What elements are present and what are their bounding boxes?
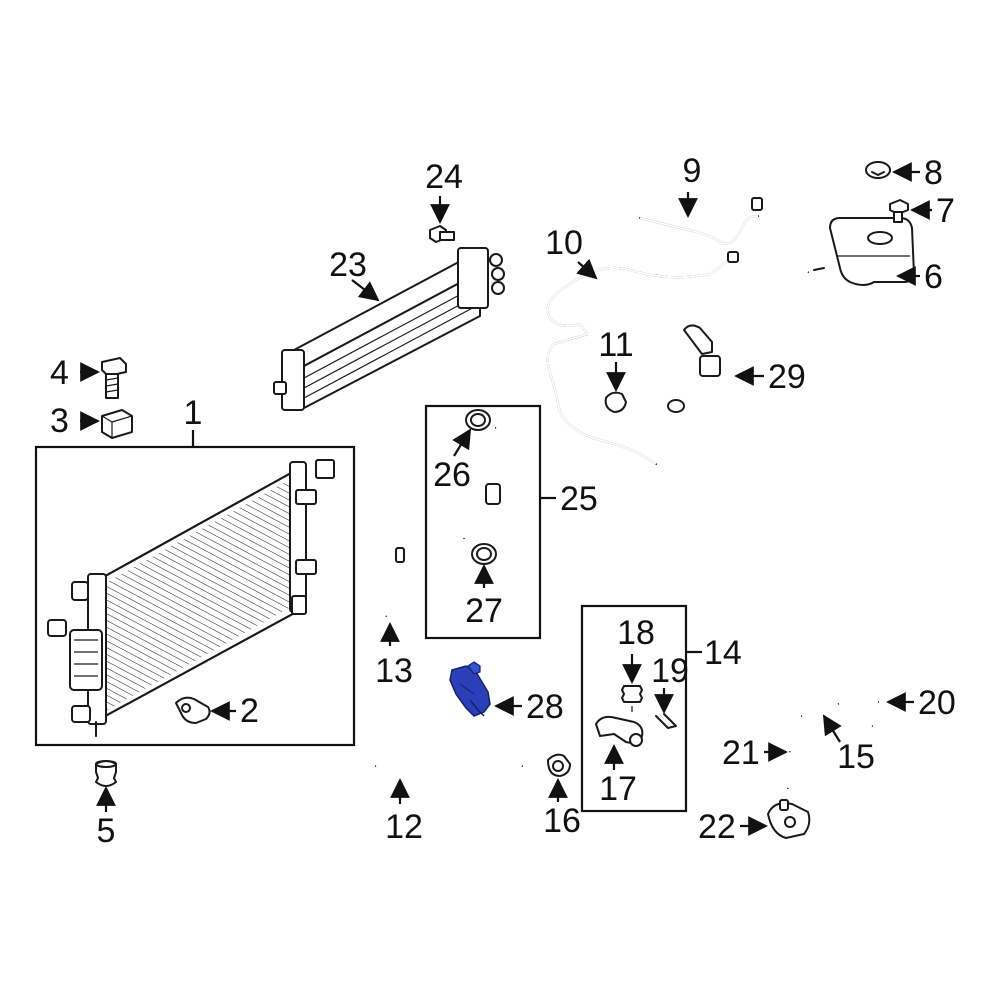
callout-15[interactable]: 15 [837, 738, 875, 776]
thermostat-group-box [580, 604, 688, 813]
heater-hose[interactable] [458, 425, 512, 539]
bolt[interactable] [101, 357, 127, 399]
degas-hose[interactable] [667, 264, 810, 419]
bushing[interactable] [547, 753, 571, 777]
callout-22[interactable]: 22 [698, 808, 736, 846]
thermostat-housing[interactable] [595, 715, 644, 747]
electric-water-pump[interactable] [767, 799, 811, 839]
callout-29[interactable]: 29 [768, 358, 806, 396]
callout-2[interactable]: 2 [240, 692, 259, 730]
callout-20[interactable]: 20 [918, 684, 956, 722]
callout-11[interactable]: 11 [598, 326, 633, 364]
callout-21[interactable]: 21 [722, 734, 760, 772]
callout-24[interactable]: 24 [425, 158, 463, 196]
radiator-lower-hose[interactable] [373, 732, 526, 772]
hose-clamp-upper[interactable] [465, 409, 491, 431]
callout-28[interactable]: 28 [526, 688, 564, 726]
hose-clip[interactable] [604, 391, 627, 413]
callout-4[interactable]: 4 [50, 354, 69, 392]
overflow-hose[interactable] [639, 197, 763, 245]
callout-17[interactable]: 17 [599, 770, 637, 808]
callout-3[interactable]: 3 [50, 402, 69, 440]
callout-16[interactable]: 16 [543, 802, 581, 840]
thermostat[interactable] [621, 685, 643, 712]
callout-5[interactable]: 5 [97, 812, 116, 850]
pump-hose[interactable] [785, 750, 799, 790]
callout-14[interactable]: 14 [704, 634, 742, 672]
thermostat-gasket[interactable] [655, 713, 677, 729]
callout-23[interactable]: 23 [329, 246, 367, 284]
heater-hose-group-box [424, 404, 542, 640]
callout-13[interactable]: 13 [375, 652, 413, 690]
clip[interactable] [101, 409, 133, 439]
callout-10[interactable]: 10 [545, 224, 583, 262]
callout-1[interactable]: 1 [184, 394, 203, 432]
charge-air-cooler[interactable] [273, 247, 505, 411]
leader-10 [576, 258, 598, 280]
leader-23 [351, 279, 380, 302]
auxiliary-water-pump[interactable] [449, 661, 491, 717]
callout-7[interactable]: 7 [936, 192, 955, 230]
callout-9[interactable]: 9 [683, 152, 702, 190]
callout-25[interactable]: 25 [560, 480, 598, 518]
leader-26 [452, 428, 472, 457]
radiator-group-box [34, 445, 356, 747]
callout-6[interactable]: 6 [924, 258, 943, 296]
connector-tube[interactable] [801, 702, 839, 718]
callout-26[interactable]: 26 [433, 456, 471, 494]
radiator-bracket[interactable] [175, 696, 211, 724]
callout-8[interactable]: 8 [924, 154, 943, 192]
callout-19[interactable]: 19 [651, 652, 689, 690]
bypass-hose[interactable] [856, 699, 879, 729]
radiator-upper-hose[interactable] [368, 547, 405, 621]
cooler-bolt[interactable] [429, 225, 455, 243]
callout-27[interactable]: 27 [465, 592, 503, 630]
hose-clamp-lower[interactable] [471, 543, 497, 565]
reservoir-cap[interactable] [865, 161, 891, 179]
callout-18[interactable]: 18 [617, 614, 655, 652]
callout-12[interactable]: 12 [385, 808, 423, 846]
radiator-isolator[interactable] [95, 760, 117, 787]
vent-hose[interactable] [546, 251, 739, 465]
radiator[interactable] [47, 459, 335, 737]
leader-15 [822, 714, 842, 743]
reservoir-bolt[interactable] [889, 199, 909, 223]
